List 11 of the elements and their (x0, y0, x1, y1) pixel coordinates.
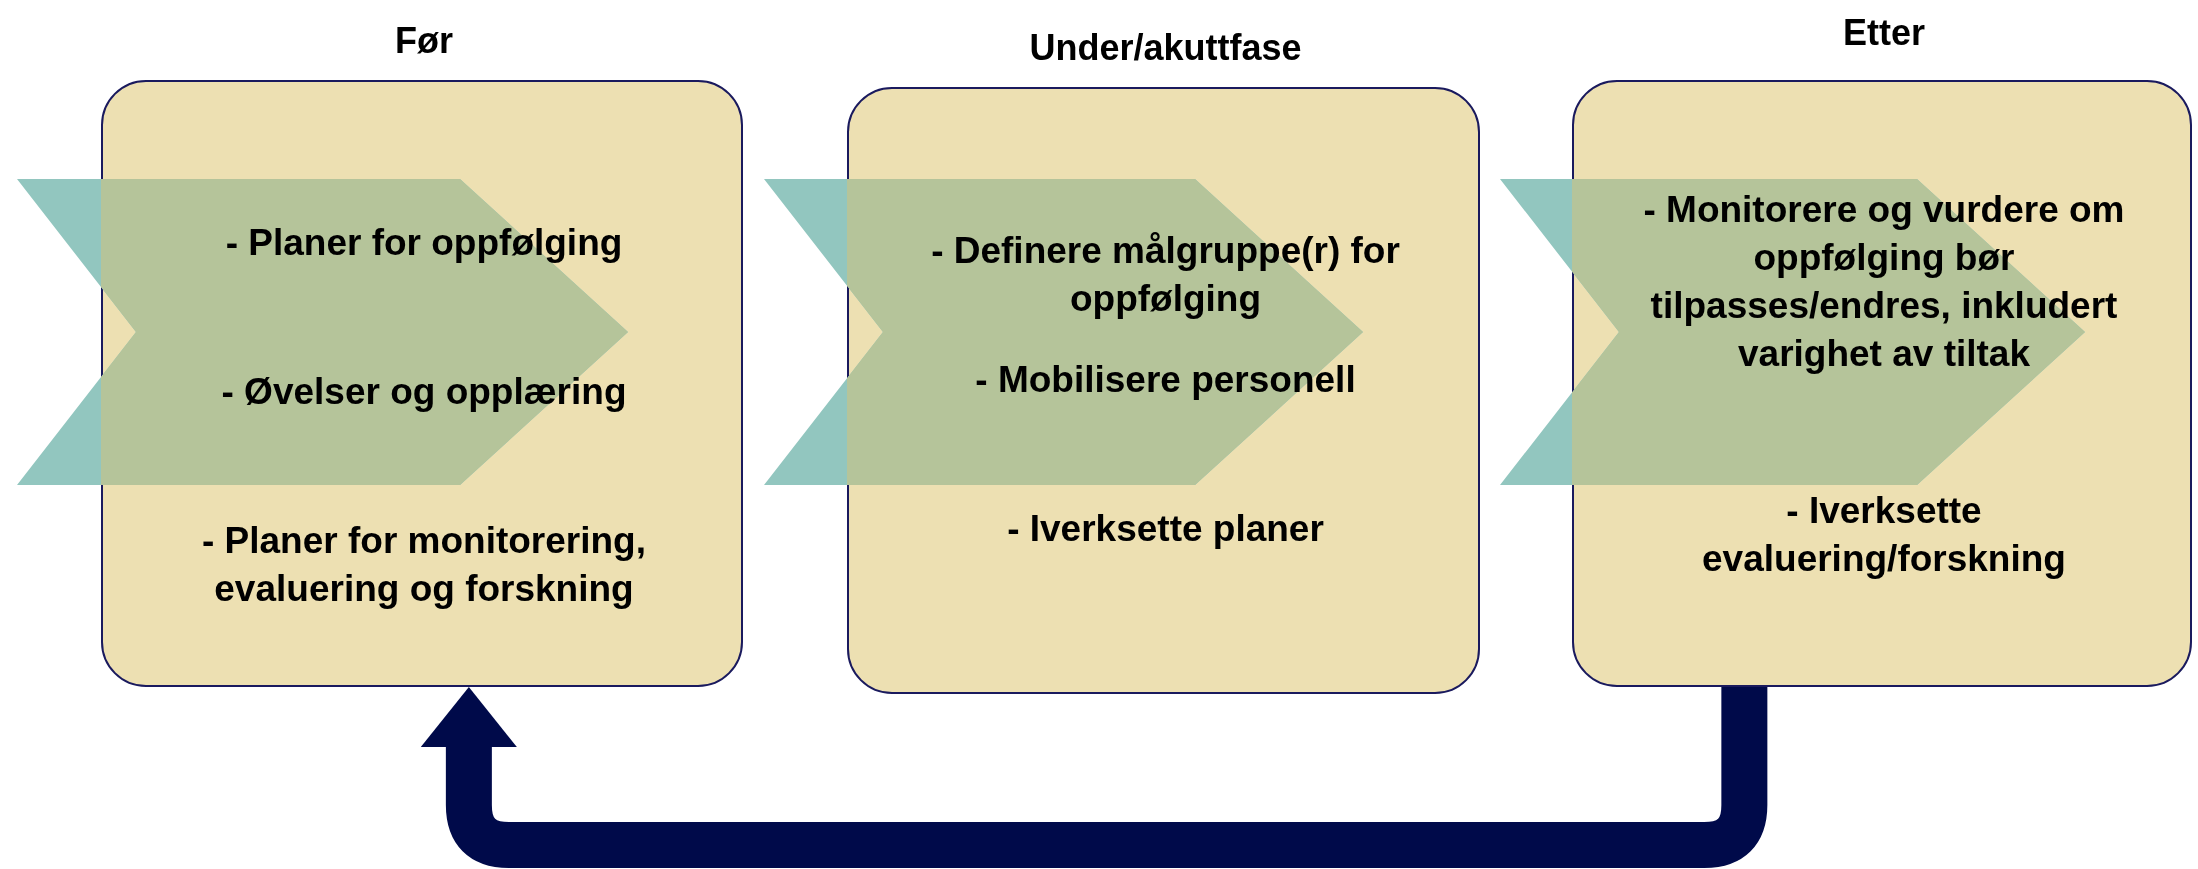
phase-heading: Etter (1842, 10, 1926, 55)
bullet-text: - Iverksette evaluering/forskning (1701, 488, 2067, 581)
bullet-text: - Definere målgruppe(r) for oppfølging (930, 228, 1401, 321)
bullet-text: - Planer for oppfølging (224, 220, 624, 265)
bullet-text: - Iverksette planer (1006, 506, 1325, 551)
bullet-text: - Planer for monitorering, evaluering og forskning (200, 518, 647, 611)
bullet-text: - Mobilisere personell (974, 357, 1357, 402)
bullet-text: - Monitorere og vurdere om oppfølging bør tilpasses/endres, inkludert varighet av tiltak (1642, 187, 2126, 377)
phase-heading: Under/akuttfase (1028, 25, 1303, 70)
bullet-text: - Øvelser og opplæring (220, 369, 628, 414)
phase-heading: Før (394, 18, 454, 63)
